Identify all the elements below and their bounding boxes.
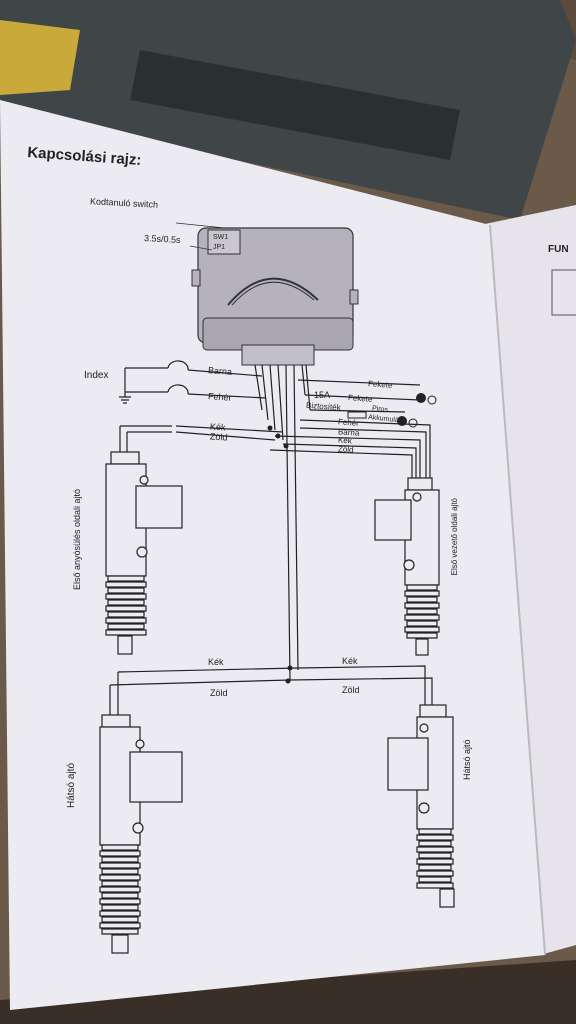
battery-terminal [397,416,407,426]
box-logo [0,20,80,95]
next-page-heading: FUN [548,244,569,255]
actuator-front-left [105,451,183,655]
index-label: Index [84,370,109,381]
feher-label-right: Fehér [337,417,360,428]
kek-label-bottom-left: Kék [208,657,224,667]
fekete-label-1: Fekete [367,379,393,390]
door-front-driver-label: Első vezető oldali ajtó [450,498,459,576]
zold-label-left: Zöld [209,431,228,443]
fekete-label-2: Fekete [347,393,373,404]
sw-code: SW1 [213,234,229,241]
ground-terminal [416,393,426,403]
barna-label-left: Barna [207,365,233,377]
door-rear-right-label: Hátsó ajtó [462,739,472,780]
actuator-rear-left [99,714,183,954]
zold-label-bottom-left: Zöld [210,688,228,698]
right-page [480,205,576,955]
kek-label-bottom-right: Kék [342,656,358,666]
fuse-amp-label: 15A [314,390,331,400]
actuator-rear-right [387,704,455,908]
jp-code: JP1 [213,244,226,251]
zold-label-right: Zöld [337,444,354,455]
actuator-front-right [374,477,440,656]
wire-bundle [109,364,433,715]
door-front-passenger-label: Első anyósülés oldali ajtó [72,488,82,590]
index-circuit [119,360,267,404]
control-module [191,227,359,366]
timing-label: 3.5s/0.5s [143,233,181,245]
door-rear-left-label: Hátsó ajtó [66,762,77,808]
feher-label-left: Fehér [207,391,232,403]
zold-label-bottom-right: Zöld [342,685,360,695]
